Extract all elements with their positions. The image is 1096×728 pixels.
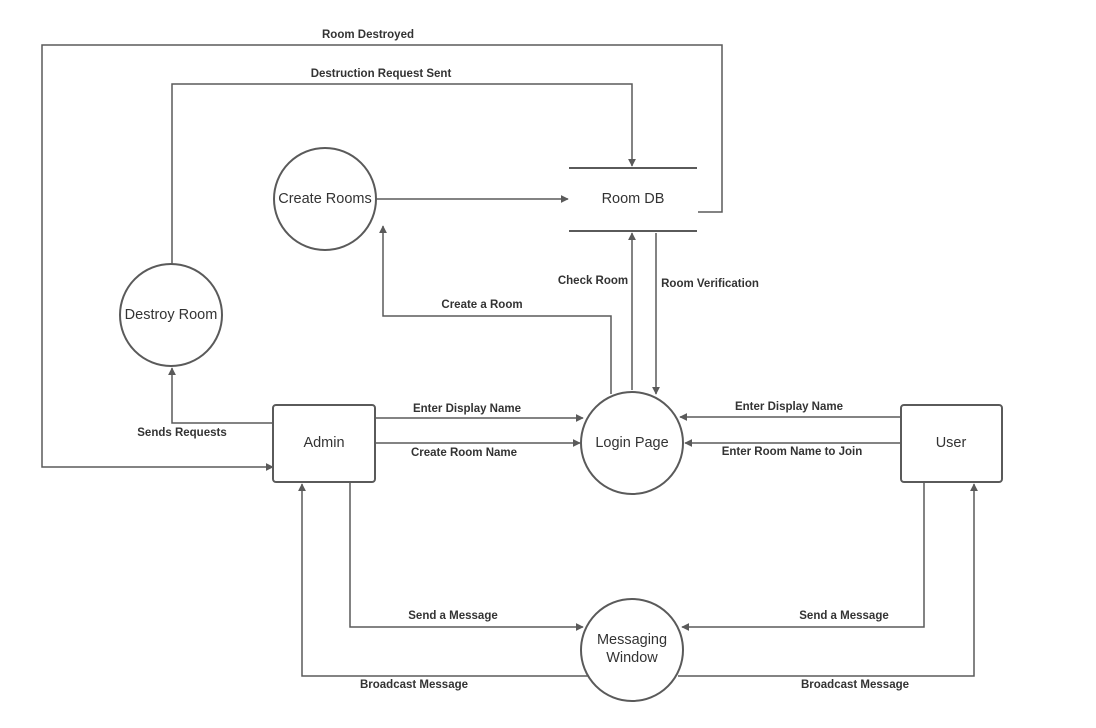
login-page-label: Login Page [595, 435, 668, 451]
create-rooms-process: Create Rooms [273, 147, 377, 251]
user-label: User [936, 435, 967, 451]
create-rooms-label: Create Rooms [278, 191, 371, 207]
label-check-room: Check Room [558, 275, 628, 287]
label-create-a-room: Create a Room [441, 299, 522, 311]
label-user-send-message: Send a Message [799, 610, 888, 622]
edge-admin-send-message [349, 482, 584, 631]
label-user-broadcast-message: Broadcast Message [801, 679, 909, 691]
edge-destruction-request-sent [171, 83, 636, 264]
edge-user-broadcast-message [678, 483, 978, 677]
edge-sends-requests [168, 367, 273, 424]
messaging-window-label-line1: Messaging [597, 632, 667, 648]
messaging-window-process: Messaging Window [580, 598, 684, 702]
messaging-window-label-line2: Window [606, 650, 658, 666]
label-admin-send-message: Send a Message [408, 610, 497, 622]
admin-label: Admin [303, 435, 344, 451]
user-entity: User [900, 404, 1003, 483]
label-user-enter-display-name: Enter Display Name [735, 401, 843, 413]
edge-create-a-room [379, 225, 612, 394]
label-room-verification: Room Verification [661, 278, 759, 290]
label-admin-broadcast-message: Broadcast Message [360, 679, 468, 691]
label-sends-requests: Sends Requests [137, 427, 226, 439]
edge-user-send-message [681, 482, 925, 631]
label-room-destroyed: Room Destroyed [322, 29, 414, 41]
label-destruction-request-sent: Destruction Request Sent [311, 68, 452, 80]
label-create-room-name: Create Room Name [411, 447, 517, 459]
destroy-room-label: Destroy Room [125, 307, 218, 323]
room-db-store: Room DB [569, 167, 697, 232]
room-db-label: Room DB [602, 191, 665, 207]
destroy-room-process: Destroy Room [119, 263, 223, 367]
label-admin-enter-display-name: Enter Display Name [413, 403, 521, 415]
edge-admin-broadcast-message [298, 483, 588, 677]
edge-room-destroyed [41, 44, 723, 471]
label-enter-room-name-to-join: Enter Room Name to Join [722, 446, 863, 458]
login-page-process: Login Page [580, 391, 684, 495]
admin-entity: Admin [272, 404, 376, 483]
